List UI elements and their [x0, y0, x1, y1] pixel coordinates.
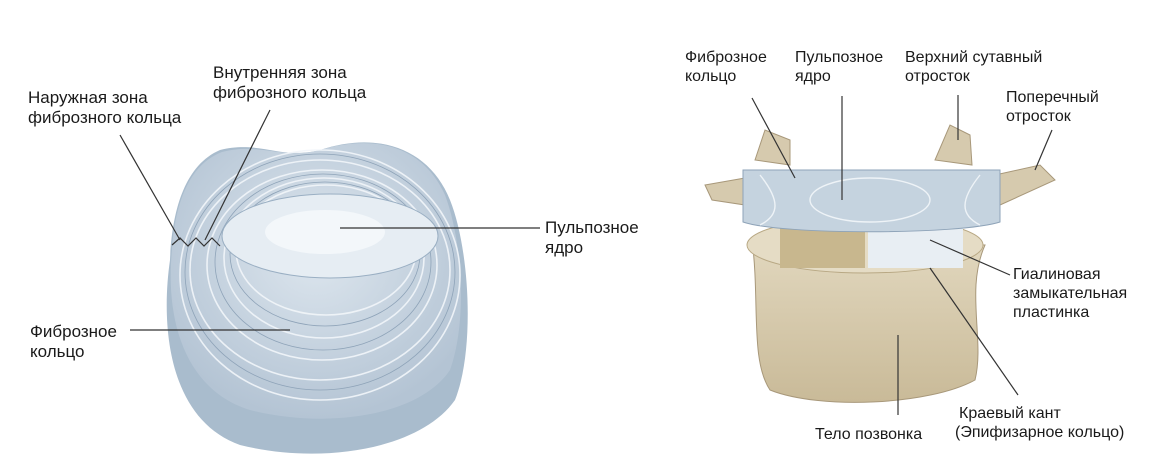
label-vertebral-body: Тело позвонка [815, 426, 923, 443]
vertebra-side-view [704, 124, 1056, 403]
label-epiphyseal-ring: Краевый кант(Эпифизарное кольцо) [955, 405, 1125, 441]
leader-lines-right [751, 95, 1053, 415]
leader-lines-left [119, 109, 540, 331]
disc-top-view [166, 142, 468, 454]
